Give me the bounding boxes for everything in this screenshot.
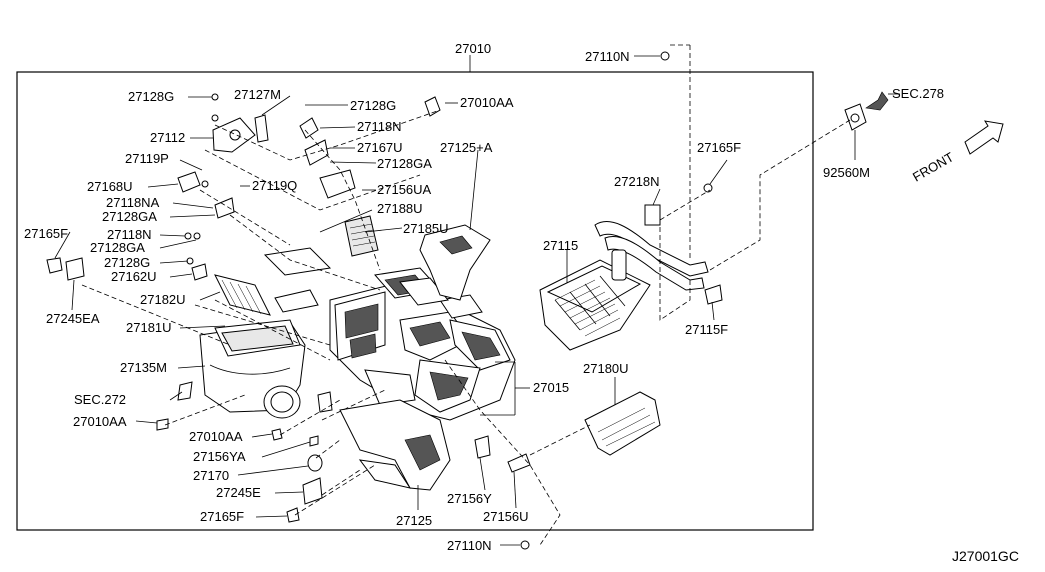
label-27010aa-top: 27010AA: [460, 95, 514, 110]
label-27010aa-mid: 27010AA: [189, 429, 243, 444]
label-27118n-1: 27118N: [357, 119, 402, 134]
label-27156ua: 27156UA: [377, 182, 432, 197]
label-27119q: 27119Q: [252, 178, 297, 193]
leader-lines: [54, 55, 900, 546]
label-27128ga-2: 27128GA: [102, 209, 157, 224]
label-27218n: 27218N: [614, 174, 660, 189]
filter-plates: [214, 215, 379, 316]
label-27118n-2: 27118N: [107, 227, 152, 242]
label-27010aa-left: 27010AA: [73, 414, 127, 429]
label-27165f-left: 27165F: [24, 226, 68, 241]
front-arrow: [964, 120, 1004, 155]
part-labels: 27010 27110N 27010AA 27128G 27127M 27128…: [24, 41, 1019, 564]
label-27128ga-1: 27128GA: [377, 156, 432, 171]
label-27156ya: 27156YA: [193, 449, 246, 464]
hvac-case: [329, 267, 516, 421]
duct-upper: [419, 224, 491, 301]
label-27188u: 27188U: [377, 201, 423, 216]
dashed-lines: [81, 44, 851, 546]
fasteners: [46, 51, 723, 550]
label-sec278: SEC.278: [892, 86, 944, 101]
label-27115f: 27115F: [685, 322, 728, 337]
label-27118na: 27118NA: [106, 195, 160, 210]
duct-27180U: [584, 391, 661, 456]
label-27181u: 27181U: [126, 320, 172, 335]
heater-core: [539, 221, 709, 351]
label-27185u: 27185U: [403, 221, 449, 236]
label-27010: 27010: [455, 41, 491, 56]
label-27245ea: 27245EA: [46, 311, 100, 326]
label-27127m: 27127M: [234, 87, 281, 102]
label-27115: 27115: [543, 238, 578, 253]
label-27167u: 27167U: [357, 140, 403, 155]
label-27128g-1: 27128G: [128, 89, 174, 104]
blower-housing: [199, 319, 306, 419]
label-27156y: 27156Y: [447, 491, 492, 506]
label-27119p: 27119P: [125, 151, 169, 166]
label-27170: 27170: [193, 468, 229, 483]
label-27110n-bottom: 27110N: [447, 538, 492, 553]
label-27128g-2: 27128G: [350, 98, 396, 113]
label-27135m: 27135M: [120, 360, 167, 375]
label-27182u: 27182U: [140, 292, 186, 307]
label-27165f-bottom: 27165F: [200, 509, 244, 524]
label-27156u: 27156U: [483, 509, 529, 524]
label-27112: 27112: [150, 130, 185, 145]
label-27180u: 27180U: [583, 361, 629, 376]
label-sec272: SEC.272: [74, 392, 126, 407]
assembly-frame: [16, 71, 814, 531]
label-27128g-3: 27128G: [104, 255, 150, 270]
label-27162u: 27162U: [111, 269, 157, 284]
label-27125: 27125: [396, 513, 432, 528]
label-27125a: 27125+A: [440, 140, 493, 155]
grommet: [844, 91, 889, 131]
front-label: FRONT: [910, 149, 956, 184]
label-27168u: 27168U: [87, 179, 133, 194]
drawing-code: J27001GC: [952, 548, 1019, 564]
label-27128ga-3: 27128GA: [90, 240, 145, 255]
label-27015: 27015: [533, 380, 569, 395]
label-92560m: 92560M: [823, 165, 870, 180]
label-27165f-right: 27165F: [697, 140, 741, 155]
label-27245e: 27245E: [216, 485, 261, 500]
label-27110n-top: 27110N: [585, 49, 630, 64]
